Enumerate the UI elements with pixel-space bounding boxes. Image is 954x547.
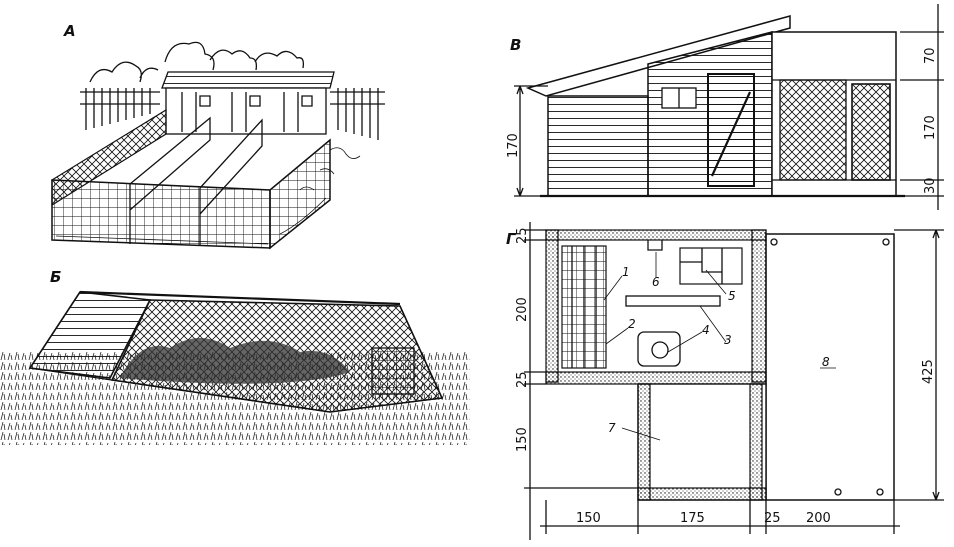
run-mesh-side xyxy=(269,138,331,250)
run-mesh-front xyxy=(51,179,271,249)
a-frame-base xyxy=(29,367,443,413)
plan-dim-bottom-25: 25 xyxy=(764,511,781,526)
plan-dim-25-top: 25 xyxy=(515,227,530,244)
panel-v-label: В xyxy=(510,36,521,54)
plan-waterer-4 xyxy=(637,331,681,367)
elevation-left-dimension xyxy=(514,85,548,197)
elevation-dim-170-left: 170 xyxy=(506,133,521,158)
plan-callout-1: 1 xyxy=(622,265,630,279)
plan-nests-steps xyxy=(680,248,723,284)
plan-bottom-dimension xyxy=(540,500,900,534)
panel-v: В 170 70 170 30 xyxy=(506,4,944,210)
elevation-dim-70: 70 xyxy=(923,47,938,64)
shrubs xyxy=(299,147,361,191)
plan-house-wall-left xyxy=(545,229,559,383)
plan-callout-leaders xyxy=(603,252,836,441)
plan-dim-bottom-200: 200 xyxy=(806,511,831,526)
elevation-left-wall xyxy=(547,95,649,197)
fence xyxy=(80,88,385,140)
panel-b-label: Б xyxy=(50,268,61,286)
panel-g: Г 1 2 3 4 5 6 7 xyxy=(506,222,944,540)
plan-feeder-3 xyxy=(625,295,721,307)
plan-callout-5: 5 xyxy=(728,289,736,303)
run-ground xyxy=(55,197,327,245)
run-dividers xyxy=(129,116,263,246)
a-frame-ridge xyxy=(79,290,401,306)
plan-callout-6: 6 xyxy=(652,275,660,289)
a-frame-end-door xyxy=(371,347,415,395)
plan-run-7-wall-bottom xyxy=(637,487,767,501)
plan-callout-2: 2 xyxy=(628,317,636,331)
elevation-run-mesh xyxy=(779,79,847,181)
elevation-door xyxy=(707,73,755,187)
plan-post xyxy=(770,238,778,246)
coop-roof xyxy=(161,71,335,89)
plan-nests-5 xyxy=(679,247,743,285)
a-frame-left-end xyxy=(28,291,152,379)
panel-a: А xyxy=(51,22,385,250)
elevation-right-dimension xyxy=(900,4,944,210)
coop-doors xyxy=(181,92,313,132)
plan-callout-4: 4 xyxy=(702,323,710,337)
plan-run-7-frame xyxy=(637,383,767,501)
panel-g-label: Г xyxy=(506,230,517,248)
run-mesh-left xyxy=(51,108,167,207)
plan-dim-200: 200 xyxy=(515,297,530,322)
plan-waterer-bowl xyxy=(651,341,669,359)
plan-run-7-wall-left xyxy=(637,383,651,501)
plan-callout-3: 3 xyxy=(724,333,732,347)
plan-post xyxy=(834,488,842,496)
plan-run-8 xyxy=(765,233,895,501)
plan-perches-2 xyxy=(571,246,597,368)
plan-item-6 xyxy=(647,240,663,251)
plan-house-wall-bottom xyxy=(545,371,767,385)
plan-right-dimension xyxy=(894,229,944,501)
plan-dim-25-mid: 25 xyxy=(515,371,530,388)
trees-outline xyxy=(89,41,305,83)
plan-run-7-wall-right xyxy=(749,383,763,501)
elevation-roof xyxy=(525,15,791,97)
panel-b: Б xyxy=(0,268,470,445)
elevation-dim-30: 30 xyxy=(923,177,938,194)
plan-dim-150-left: 150 xyxy=(515,427,530,452)
elevation-door-brace xyxy=(710,91,752,177)
plan-post xyxy=(876,488,884,496)
plan-house-wall-right xyxy=(751,229,767,383)
plan-dim-425: 425 xyxy=(921,359,936,384)
plan-callout-8: 8 xyxy=(822,355,830,369)
elevation-run-door xyxy=(851,83,891,181)
elevation-run-lines xyxy=(772,79,896,181)
plan-dim-bottom-150: 150 xyxy=(576,511,601,526)
plan-house-wall-top xyxy=(545,229,767,241)
elevation-dim-170-right: 170 xyxy=(923,115,938,140)
birds-inside xyxy=(120,338,350,384)
plan-callout-7: 7 xyxy=(608,421,616,435)
plan-left-dimension xyxy=(524,222,638,540)
plan-post xyxy=(882,238,890,246)
plan-dim-bottom-175: 175 xyxy=(680,511,705,526)
panel-a-label: А xyxy=(63,22,76,40)
